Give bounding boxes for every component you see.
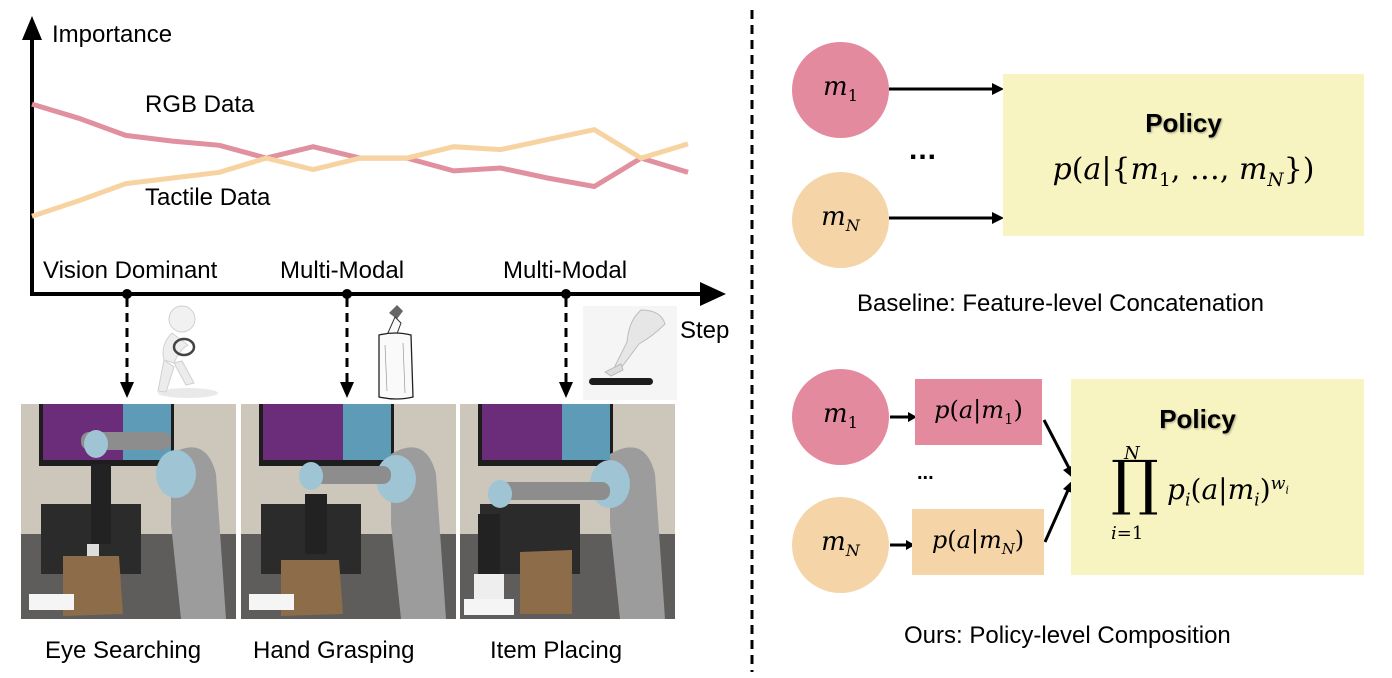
baseline-caption: Baseline: Feature-level Concatenation	[857, 290, 1264, 317]
arrow-mN-to-policy	[992, 212, 1004, 224]
robot-scene-image	[21, 404, 236, 619]
y-axis-arrowhead	[22, 16, 42, 40]
dist-formula: p(a|m1)	[934, 396, 1023, 428]
photo-item-placing	[460, 404, 675, 619]
product-upper-limit: N	[1124, 443, 1140, 464]
dist-formula: p(a|mN)	[931, 526, 1025, 558]
photo-eye-searching	[21, 404, 236, 619]
ours-node-mN: mN	[792, 497, 889, 593]
phase-label-multi-modal-2: Multi-Modal	[503, 257, 627, 284]
node-label: m1	[823, 72, 858, 106]
phase-label-vision-dominant: Vision Dominant	[43, 257, 218, 284]
ours-node-m1: m1	[792, 369, 889, 465]
magnifier-person-icon	[157, 305, 218, 398]
baseline-node-m1: m1	[792, 42, 889, 138]
policy-formula: p(a|{m1, …, mN})	[1052, 152, 1315, 191]
dist-box-mN: p(a|mN)	[912, 509, 1044, 575]
caption-eye-searching: Eye Searching	[45, 637, 202, 664]
series-line-tactile-data	[31, 127, 689, 219]
node-label: m1	[823, 399, 858, 433]
robot-scene-image	[460, 404, 675, 619]
panel-divider	[750, 10, 754, 672]
policy-title: Policy	[1159, 404, 1236, 434]
robot-scene-image	[241, 404, 456, 619]
baseline-policy-box: Policy p(a|{m1, …, mN})	[1003, 74, 1364, 236]
arrow-m1-to-dist	[908, 412, 917, 422]
baseline-node-mN: mN	[792, 172, 889, 268]
legend-tactile-data: Tactile Data	[145, 184, 271, 211]
ours-ellipsis: ...	[917, 462, 934, 484]
photo-hand-grasping	[241, 404, 456, 619]
architecture-diagram	[889, 83, 1075, 550]
product-term: pi(a|mi)wi	[1167, 473, 1289, 511]
legend-rgb-data: RGB Data	[145, 91, 255, 118]
dist-box-m1: p(a|m1)	[915, 379, 1042, 445]
series-line-rgb-data	[31, 101, 689, 190]
arrow-m1-to-policy	[992, 83, 1004, 95]
node-label: mN	[821, 527, 860, 561]
ours-policy-box: Policy N ∏ i=1 pi(a|mi)wi	[1071, 379, 1364, 575]
phase-label-multi-modal-1: Multi-Modal	[280, 257, 404, 284]
product-lower-limit: i=1	[1111, 523, 1144, 544]
phase-marker-2	[340, 289, 354, 398]
phase-marker-3	[559, 289, 573, 398]
caption-hand-grasping: Hand Grasping	[253, 637, 415, 664]
phase-marker-1	[120, 289, 134, 398]
x-axis-label: Step	[680, 317, 729, 344]
hand-in-bag-icon	[378, 305, 414, 400]
y-axis-label: Importance	[52, 21, 172, 48]
node-label: mN	[821, 202, 860, 236]
baseline-ellipsis: ...	[909, 133, 938, 166]
ours-caption: Ours: Policy-level Composition	[904, 622, 1231, 649]
product-symbol: ∏	[1111, 448, 1159, 518]
importance-chart: Importance Step RGB Data Tactile Data Vi…	[22, 16, 729, 400]
arrow-mN-to-dist	[906, 540, 915, 550]
hand-pick-pen-glyph	[589, 309, 666, 385]
policy-formula: N ∏ i=1 pi(a|mi)wi	[1111, 443, 1361, 553]
caption-item-placing: Item Placing	[490, 637, 623, 664]
x-axis-arrowhead	[700, 282, 726, 306]
policy-title: Policy	[1145, 108, 1222, 138]
